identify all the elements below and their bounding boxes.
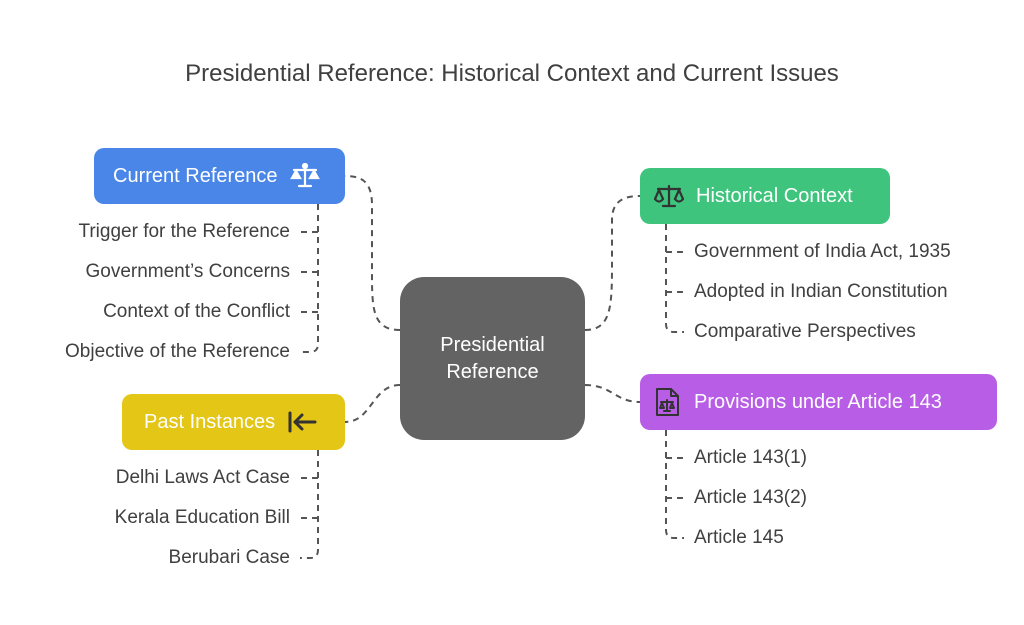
leaf-provisions-3: Article 145: [694, 527, 784, 548]
diagram-title: Presidential Reference: Historical Conte…: [185, 60, 839, 87]
central-node-line2: Reference: [446, 360, 539, 383]
leaf-historical-3: Comparative Perspectives: [694, 321, 916, 342]
connector-current: [344, 175, 401, 331]
connector-past: [344, 384, 401, 423]
branch-provisions: Provisions under Article 143: [640, 374, 997, 430]
leaf-provisions-2: Article 143(2): [694, 487, 807, 508]
leaf-past-2: Kerala Education Bill: [114, 507, 290, 528]
leaf-current-2: Government’s Concerns: [85, 261, 290, 282]
central-node-line1: Presidential: [440, 333, 545, 356]
leaf-current-3: Context of the Conflict: [103, 301, 290, 322]
leaf-current-1: Trigger for the Reference: [78, 221, 290, 242]
scales-icon: [654, 183, 684, 209]
branch-past-instances: Past Instances: [122, 394, 345, 450]
leaf-provisions-1: Article 143(1): [694, 447, 807, 468]
balance-scale-icon: [289, 163, 320, 189]
branch-past-instances-label: Past Instances: [144, 410, 276, 433]
connector-historical: [584, 195, 641, 331]
central-node: Presidential Reference: [400, 277, 585, 440]
leaf-past-3: Berubari Case: [168, 547, 290, 568]
leaf-historical-2: Adopted in Indian Constitution: [694, 281, 948, 302]
branch-current-reference: Current Reference: [94, 148, 345, 204]
branch-historical-context: Historical Context: [640, 168, 890, 224]
leaf-past-1: Delhi Laws Act Case: [115, 467, 290, 488]
branch-provisions-label: Provisions under Article 143: [694, 390, 942, 413]
arrow-left-to-bar-icon: [287, 411, 317, 433]
legal-document-icon: [654, 387, 682, 417]
leaf-current-4: Objective of the Reference: [65, 341, 290, 362]
branch-current-reference-label: Current Reference: [113, 164, 278, 187]
leaf-historical-1: Government of India Act, 1935: [694, 241, 951, 262]
connector-provisions: [584, 384, 641, 403]
branch-historical-context-label: Historical Context: [696, 184, 853, 207]
